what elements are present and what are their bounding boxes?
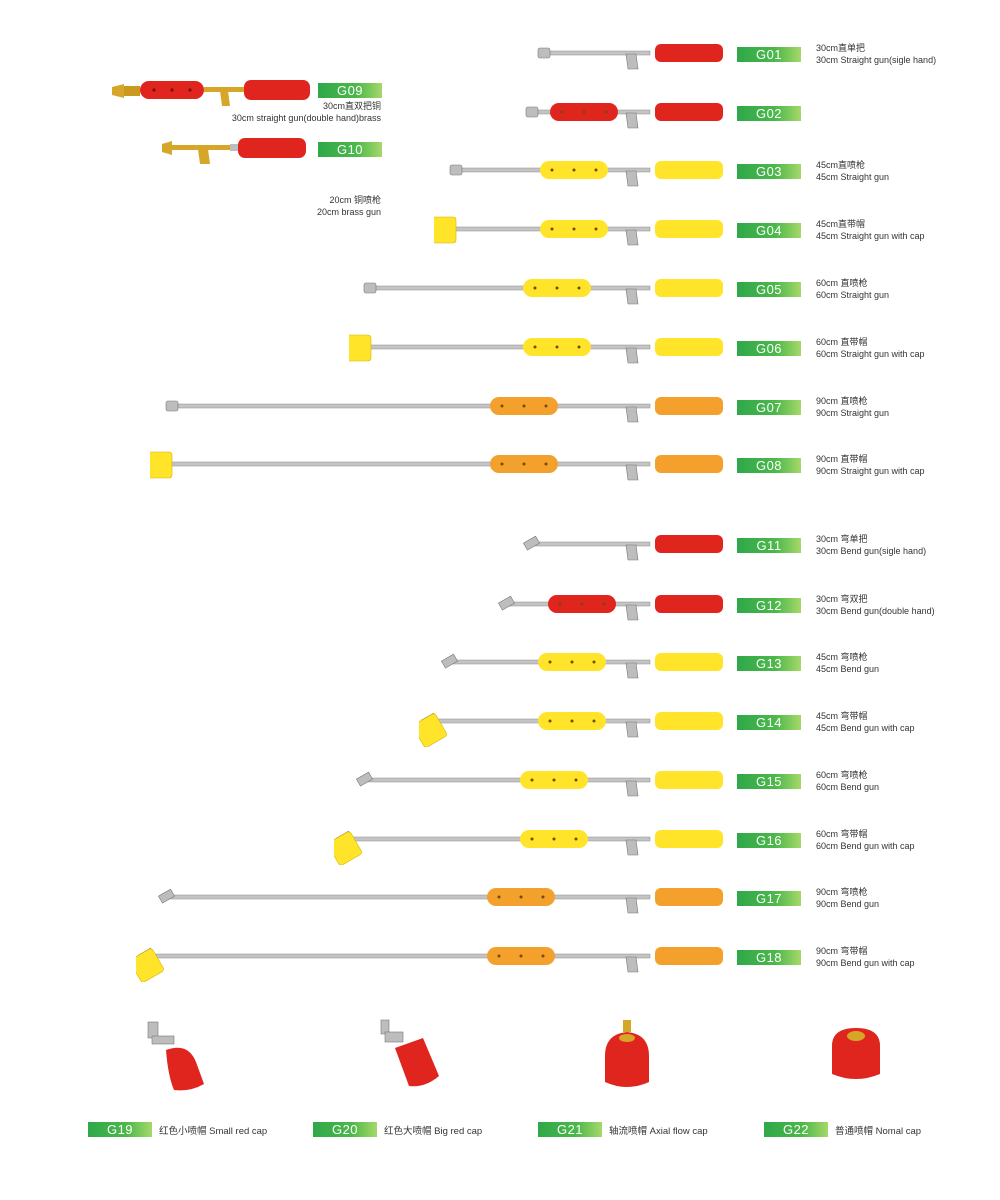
product-code-badge: G18 <box>737 950 801 965</box>
description-chinese: 30cm 弯双把 <box>816 594 868 604</box>
nozzle-cap-image <box>380 1019 439 1087</box>
description-english: 60cm Bend gun <box>816 781 880 792</box>
description-chinese: 60cm 弯喷枪 <box>816 770 868 780</box>
product-code-badge: G17 <box>737 891 801 906</box>
description-english: 60cm Straight gun <box>816 289 890 300</box>
spray-gun-image <box>525 103 723 129</box>
description-english: 30cm Straight gun(sigle hand) <box>816 54 937 65</box>
description-english: 30cm Bend gun(double hand) <box>816 605 935 616</box>
product-code-badge: G09 <box>318 83 382 98</box>
description-chinese: 20cm 铜喷枪 <box>329 195 381 205</box>
product-code-badge: G07 <box>737 400 801 415</box>
product-code-badge: G16 <box>737 833 801 848</box>
spray-gun-image <box>356 771 723 797</box>
description-chinese: 30cm直双把铜 <box>322 101 381 111</box>
description-chinese: 30cm 弯单把 <box>816 534 868 544</box>
product-code-badge: G10 <box>318 142 382 157</box>
spray-gun-image <box>165 397 723 423</box>
description-english: 90cm Straight gun with cap <box>816 465 925 476</box>
description-chinese: 90cm 直喷枪 <box>816 396 868 406</box>
product-description: 20cm 铜喷枪 20cm brass gun <box>200 195 381 218</box>
description-english: 45cm Bend gun <box>816 663 880 674</box>
product-code-badge: G14 <box>737 715 801 730</box>
product-code-badge: G12 <box>737 598 801 613</box>
product-code-badge: G01 <box>737 47 801 62</box>
description-english: 45cm Bend gun with cap <box>816 722 915 733</box>
spray-gun-image <box>441 653 723 679</box>
description-english: 60cm Bend gun with cap <box>816 840 915 851</box>
description-chinese: 60cm 直带帽 <box>816 337 868 347</box>
spray-gun-image <box>334 830 723 865</box>
description-english: 30cm Bend gun(sigle hand) <box>816 545 927 556</box>
spray-gun-image <box>363 279 723 305</box>
description-chinese: 45cm 弯喷枪 <box>816 652 868 662</box>
product-code-badge: G05 <box>737 282 801 297</box>
cap-description: 红色小喷帽 Small red cap <box>159 1126 268 1137</box>
description-chinese: 90cm 直带帽 <box>816 454 868 464</box>
description-english: 30cm straight gun(double hand)brass <box>231 112 381 123</box>
product-code-badge: G04 <box>737 223 801 238</box>
description-english: 45cm Straight gun with cap <box>816 230 925 241</box>
spray-gun-image <box>434 216 723 246</box>
brass-gun-image <box>162 138 306 164</box>
product-code-badge: G02 <box>737 106 801 121</box>
spray-gun-image <box>523 535 723 561</box>
brass-double-hand-gun-image <box>112 80 310 106</box>
spray-gun-image <box>158 888 723 914</box>
description-chinese: 30cm直单把 <box>816 43 866 53</box>
cap-description: 普通喷帽 Nomal cap <box>835 1126 922 1137</box>
description-english: 60cm Straight gun with cap <box>816 348 925 359</box>
description-english: 45cm Straight gun <box>816 171 890 182</box>
spray-gun-image <box>498 595 723 621</box>
description-chinese: 90cm 弯带帽 <box>816 946 868 956</box>
description-english: 20cm brass gun <box>316 206 381 217</box>
product-code-badge: G03 <box>737 164 801 179</box>
product-code-badge: G08 <box>737 458 801 473</box>
description-english: 90cm Straight gun <box>816 407 890 418</box>
product-code-badge: G19 <box>88 1122 152 1137</box>
description-chinese: 45cm直喷枪 <box>816 160 866 170</box>
description-chinese: 45cm 弯带帽 <box>816 711 868 721</box>
description-english: 90cm Bend gun <box>816 898 880 909</box>
spray-gun-image <box>136 947 723 982</box>
spray-gun-image <box>537 44 723 70</box>
product-code-badge: G06 <box>737 341 801 356</box>
product-code-badge: G13 <box>737 656 801 671</box>
product-code-badge: G22 <box>764 1122 828 1137</box>
product-code-badge: G21 <box>538 1122 602 1137</box>
spray-gun-image <box>349 334 723 364</box>
cap-description: 轴流喷帽 Axial flow cap <box>609 1126 708 1137</box>
description-chinese: 60cm 直喷枪 <box>816 278 868 288</box>
description-english: 90cm Bend gun with cap <box>816 957 915 968</box>
nozzle-cap-image <box>147 1021 204 1091</box>
description-chinese: 60cm 弯带帽 <box>816 829 868 839</box>
description-chinese: 45cm直带帽 <box>816 219 866 229</box>
spray-gun-image <box>150 451 723 481</box>
product-description: 30cm直双把铜 30cm straight gun(double hand)b… <box>200 101 381 124</box>
nozzle-cap-image <box>605 1020 649 1087</box>
product-code-badge: G15 <box>737 774 801 789</box>
description-chinese: 90cm 弯喷枪 <box>816 887 868 897</box>
nozzle-cap-image <box>832 1028 880 1079</box>
spray-gun-image <box>419 712 723 747</box>
product-code-badge: G20 <box>313 1122 377 1137</box>
cap-description: 红色大喷帽 Big red cap <box>384 1126 483 1137</box>
product-code-badge: G11 <box>737 538 801 553</box>
spray-gun-image <box>449 161 723 187</box>
